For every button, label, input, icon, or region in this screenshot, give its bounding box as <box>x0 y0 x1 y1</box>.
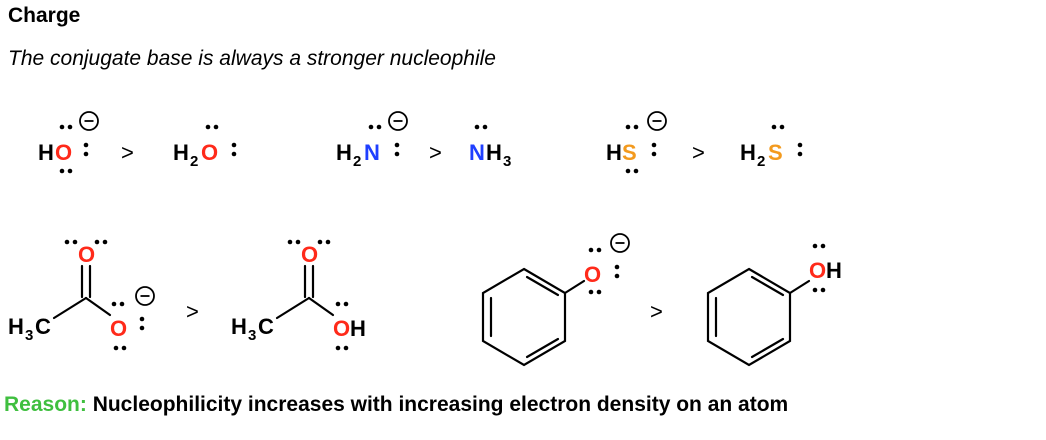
subscript: 3 <box>503 153 511 170</box>
acetic-acid: H 3 C O O H <box>231 239 366 351</box>
negative-charge-icon <box>79 111 99 131</box>
atom-h: H <box>486 140 502 165</box>
amide-anion: H 2 N <box>336 111 408 170</box>
atom-s: S <box>768 140 783 165</box>
atom-s: S <box>622 140 637 165</box>
phenol: O H <box>706 243 842 367</box>
reason-text: Nucleophilicity increases with increasin… <box>86 393 789 416</box>
subscript: 2 <box>353 153 361 170</box>
atom-h: H <box>740 140 756 165</box>
page-title: Charge <box>8 4 81 27</box>
atom-h: H <box>606 140 622 165</box>
greater-than-sign: > <box>121 140 134 165</box>
water: H 2 O <box>173 124 237 170</box>
atom-h: H <box>8 314 24 339</box>
hydrosulfide: H S <box>606 111 667 174</box>
atom-o: O <box>301 242 318 267</box>
atom-c: C <box>258 314 274 339</box>
subscript: 3 <box>248 327 256 344</box>
atom-n: N <box>364 140 380 165</box>
atom-o: O <box>78 242 95 267</box>
atom-h: H <box>336 140 352 165</box>
negative-charge-icon <box>388 111 408 131</box>
atom-c: C <box>35 314 51 339</box>
page-subtitle: The conjugate base is always a stronger … <box>8 47 496 70</box>
greater-than-sign: > <box>186 299 199 324</box>
atom-o: O <box>55 140 72 165</box>
reason-statement: Reason: Nucleophilicity increases with i… <box>4 393 788 417</box>
negative-charge-icon <box>135 286 155 306</box>
acetate: H 3 C O O <box>8 239 155 351</box>
atom-h: H <box>350 316 366 341</box>
atom-n: N <box>469 140 485 165</box>
atom-h: H <box>231 314 247 339</box>
subscript: 3 <box>25 327 33 344</box>
subscript: 2 <box>190 153 198 170</box>
atom-o: O <box>201 140 218 165</box>
atom-o: O <box>110 316 127 341</box>
phenoxide: O <box>481 233 630 367</box>
subscript: 2 <box>757 153 765 170</box>
hydroxide: H O <box>38 111 99 174</box>
greater-than-sign: > <box>650 299 663 324</box>
atom-h: H <box>826 258 842 283</box>
atom-o: O <box>809 258 826 283</box>
reason-label: Reason: <box>4 393 87 416</box>
negative-charge-icon <box>610 233 630 253</box>
atom-h: H <box>38 140 54 165</box>
ammonia: N H 3 <box>469 124 511 170</box>
greater-than-sign: > <box>429 140 442 165</box>
atom-h: H <box>173 140 189 165</box>
hydrogen-sulfide: H 2 S <box>740 124 803 170</box>
atom-o: O <box>333 316 350 341</box>
atom-o: O <box>584 262 601 287</box>
negative-charge-icon <box>647 111 667 131</box>
greater-than-sign: > <box>692 140 705 165</box>
